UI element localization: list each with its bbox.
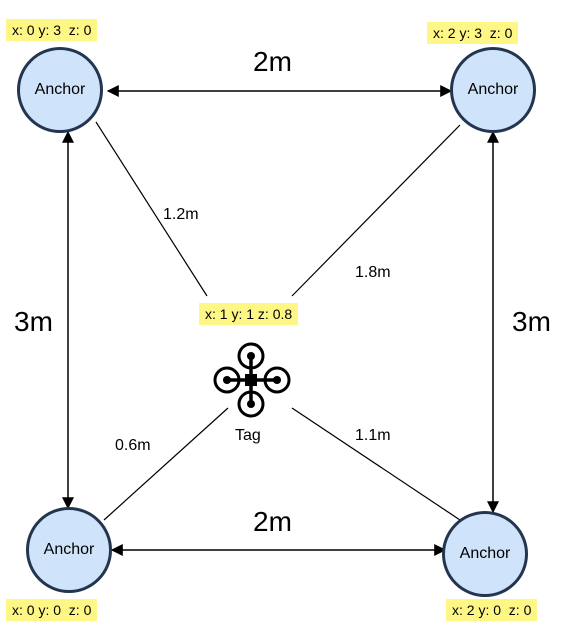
top-span-label: 2m: [253, 46, 292, 77]
distance-top-right: 1.8m: [355, 264, 391, 281]
tag-line-top-left: [95, 121, 208, 297]
anchor-label: Anchor: [34, 81, 86, 98]
tag-line-bottom-left: [103, 407, 229, 521]
drone-icon: [213, 342, 291, 418]
anchor-bottom-right-coords: x: 2 y: 0 z: 0: [446, 599, 538, 621]
anchor-top-left: Anchor: [17, 47, 103, 133]
anchor-bottom-left: Anchor: [26, 507, 112, 593]
anchor-top-left-coords: x: 0 y: 3 z: 0: [6, 19, 98, 41]
anchor-top-right-coords: x: 2 y: 3 z: 0: [427, 22, 519, 44]
tag-line-bottom-right: [291, 407, 461, 521]
anchor-label: Anchor: [459, 545, 511, 562]
tag-label: Tag: [235, 427, 261, 444]
tag-line-top-right: [291, 124, 461, 297]
distance-bottom-right: 1.1m: [355, 427, 391, 444]
tag-coords: x: 1 y: 1 z: 0.8: [199, 303, 299, 325]
distance-bottom-left: 0.6m: [115, 437, 151, 454]
bottom-span-label: 2m: [253, 506, 292, 537]
right-span-label: 3m: [512, 306, 551, 337]
anchor-label: Anchor: [43, 541, 95, 558]
distance-top-left: 1.2m: [163, 206, 199, 223]
anchor-label: Anchor: [467, 81, 519, 98]
anchor-bottom-right: Anchor: [442, 511, 528, 597]
anchor-top-right: Anchor: [450, 47, 536, 133]
left-span-label: 3m: [14, 306, 53, 337]
anchor-bottom-left-coords: x: 0 y: 0 z: 0: [6, 599, 98, 621]
